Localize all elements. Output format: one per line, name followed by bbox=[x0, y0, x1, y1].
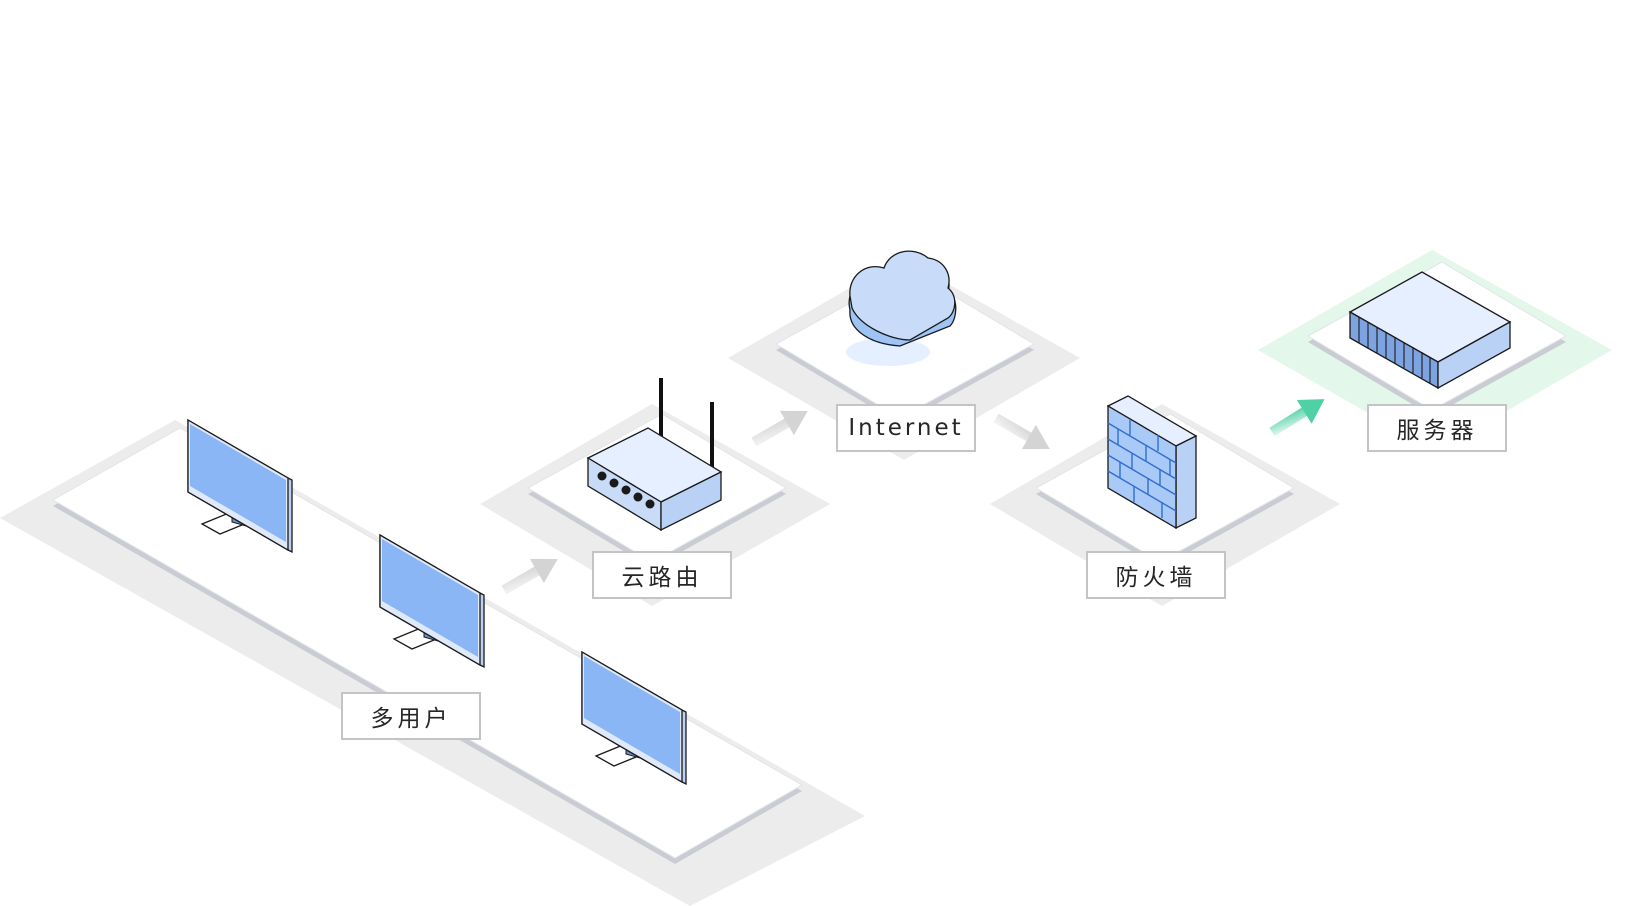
cloud-icon bbox=[846, 250, 957, 366]
router-icon bbox=[586, 378, 723, 532]
monitor-icon bbox=[379, 533, 485, 669]
flow-arrow-firewall-server bbox=[1269, 399, 1325, 437]
flow-arrow-internet-firewall bbox=[993, 413, 1050, 450]
users-label: 多用户 bbox=[341, 692, 481, 740]
router-label: 云路由 bbox=[592, 551, 732, 599]
firewall-label: 防火墙 bbox=[1086, 551, 1226, 599]
server-label: 服务器 bbox=[1367, 404, 1507, 452]
monitor-icon bbox=[187, 418, 293, 554]
server-icon bbox=[1348, 271, 1512, 390]
flow-arrow-router-internet bbox=[751, 410, 808, 447]
monitor-icon bbox=[581, 650, 687, 786]
flow-arrow-users-router bbox=[501, 558, 558, 595]
firewall-icon bbox=[1106, 395, 1198, 530]
internet-label: Internet bbox=[836, 404, 976, 452]
